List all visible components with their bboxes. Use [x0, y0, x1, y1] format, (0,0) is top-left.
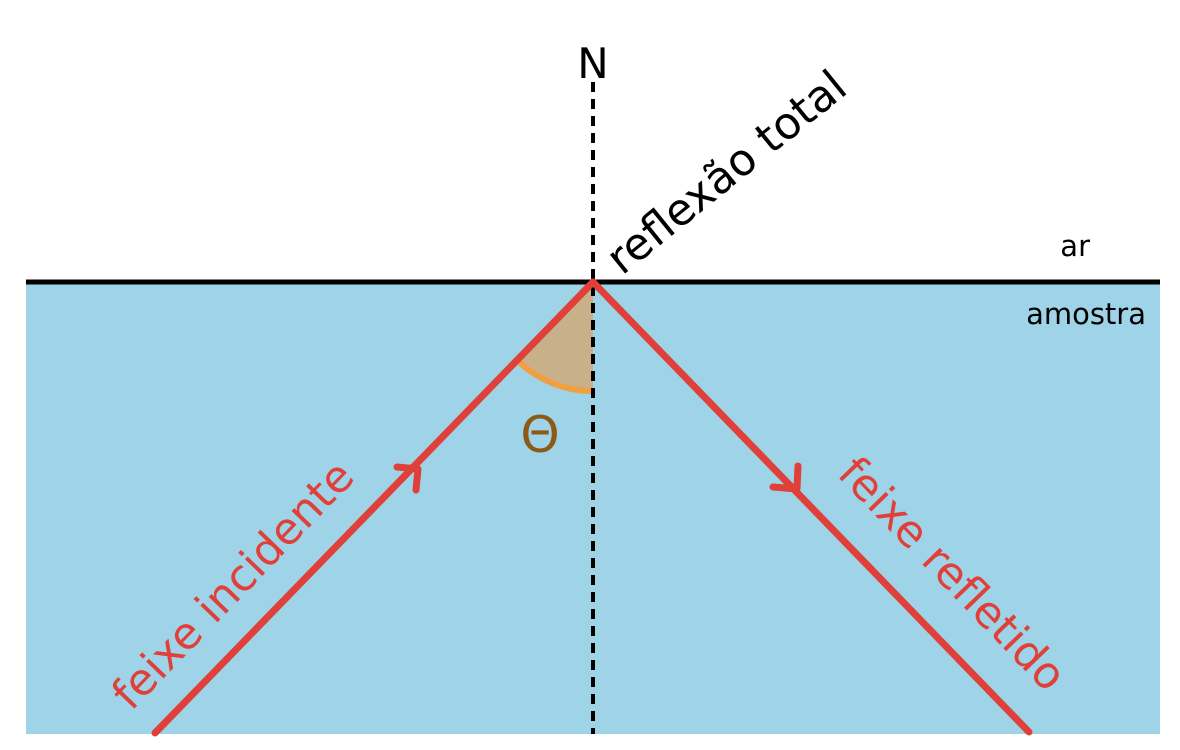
- total-reflection-label: reflexão total: [597, 61, 857, 285]
- reflected-arrowhead: [769, 462, 802, 493]
- angle-sector: [518, 282, 593, 391]
- sample-label: amostra: [1026, 297, 1146, 331]
- reflected-beam-line: [589, 278, 1033, 736]
- normal-label: N: [577, 39, 608, 88]
- air-label: ar: [1060, 229, 1090, 263]
- incident-arrowhead: [393, 463, 422, 494]
- incident-beam-line: [151, 278, 597, 737]
- theta-label: Θ: [520, 406, 559, 464]
- angle-arc: [516, 359, 594, 394]
